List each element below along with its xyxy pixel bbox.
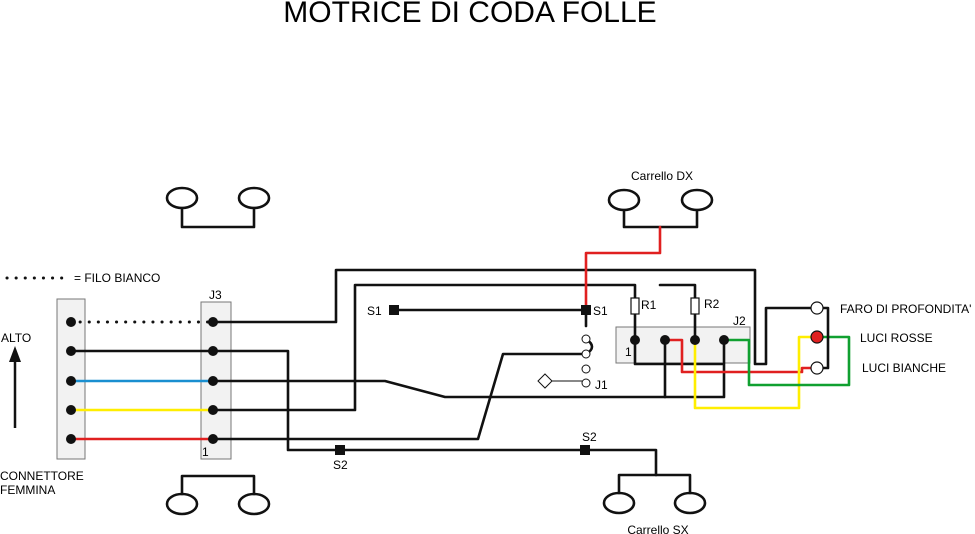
wire-r2-top xyxy=(658,283,697,300)
j1-jumper-block: J1 xyxy=(537,334,608,392)
diode-icon xyxy=(537,373,553,389)
r1-label: R1 xyxy=(641,298,657,312)
legend-white-wire: = FILO BIANCO xyxy=(5,271,160,285)
wire-red-bogie xyxy=(584,225,662,312)
switch-s1-right xyxy=(581,305,591,315)
r2-label: R2 xyxy=(704,297,720,311)
lights: FARO DI PROFONDITA' LUCI ROSSE LUCI BIAN… xyxy=(810,301,971,375)
bogie-right-bottom: Carrello SX xyxy=(602,473,707,534)
wire-black-s2 xyxy=(69,349,658,477)
wire-j2-pin4 xyxy=(663,338,726,399)
wire-j3-j2-pin2 xyxy=(211,338,667,399)
diagram-title: MOTRICE DI CODA FOLLE xyxy=(283,0,656,29)
s2-right-label: S2 xyxy=(582,430,597,444)
depth-light-icon xyxy=(810,301,824,315)
red-light-icon xyxy=(810,330,824,344)
bogie-right-bottom-label: Carrello SX xyxy=(627,523,688,534)
j2-pins xyxy=(630,335,729,345)
resistor-r1 xyxy=(630,297,640,315)
j3-pin1-label: 1 xyxy=(202,445,209,459)
female-connector-pins xyxy=(66,317,76,444)
white-light-icon xyxy=(810,361,824,375)
wires xyxy=(69,225,851,477)
j1-label: J1 xyxy=(595,378,608,392)
bogie-left-top xyxy=(165,186,271,229)
direction-label: ALTO xyxy=(1,331,31,345)
wire-yellow-to-lights xyxy=(693,335,819,410)
j3-pins xyxy=(208,317,218,444)
switches: S1 S1 S2 S2 xyxy=(333,304,608,472)
j2-pin1-label: 1 xyxy=(625,345,632,359)
s1-left-label: S1 xyxy=(367,304,382,318)
wire-j2-common xyxy=(633,338,724,366)
switch-s1-left xyxy=(389,305,399,315)
s1-right-label: S1 xyxy=(593,304,608,318)
depth-light-label: FARO DI PROFONDITA' xyxy=(840,302,971,316)
legend-text: = FILO BIANCO xyxy=(74,271,160,285)
bogie-right-top: Carrello DX xyxy=(607,169,714,229)
connector-label-1: CONNETTORE xyxy=(0,469,84,483)
red-light-label: LUCI ROSSE xyxy=(860,331,933,345)
resistors: R1 R2 xyxy=(630,297,720,315)
direction-indicator: ALTO xyxy=(1,331,31,428)
connector-label-2: FEMMINA xyxy=(0,483,55,497)
resistor-r2 xyxy=(690,297,700,315)
j2-label: J2 xyxy=(733,314,746,328)
wire-faro xyxy=(211,268,819,366)
bogie-left-bottom xyxy=(165,474,271,516)
white-light-label: LUCI BIANCHE xyxy=(862,361,946,375)
wire-red-to-lights xyxy=(663,338,819,374)
switch-s2-left xyxy=(335,445,345,455)
wire-r1 xyxy=(211,283,637,412)
wire-j1 xyxy=(211,352,588,441)
s2-left-label: S2 xyxy=(333,458,348,472)
bogie-right-top-label: Carrello DX xyxy=(631,169,693,183)
wire-green-to-lights xyxy=(722,335,851,387)
switch-s2-right xyxy=(580,445,590,455)
j3-label: J3 xyxy=(209,288,222,302)
